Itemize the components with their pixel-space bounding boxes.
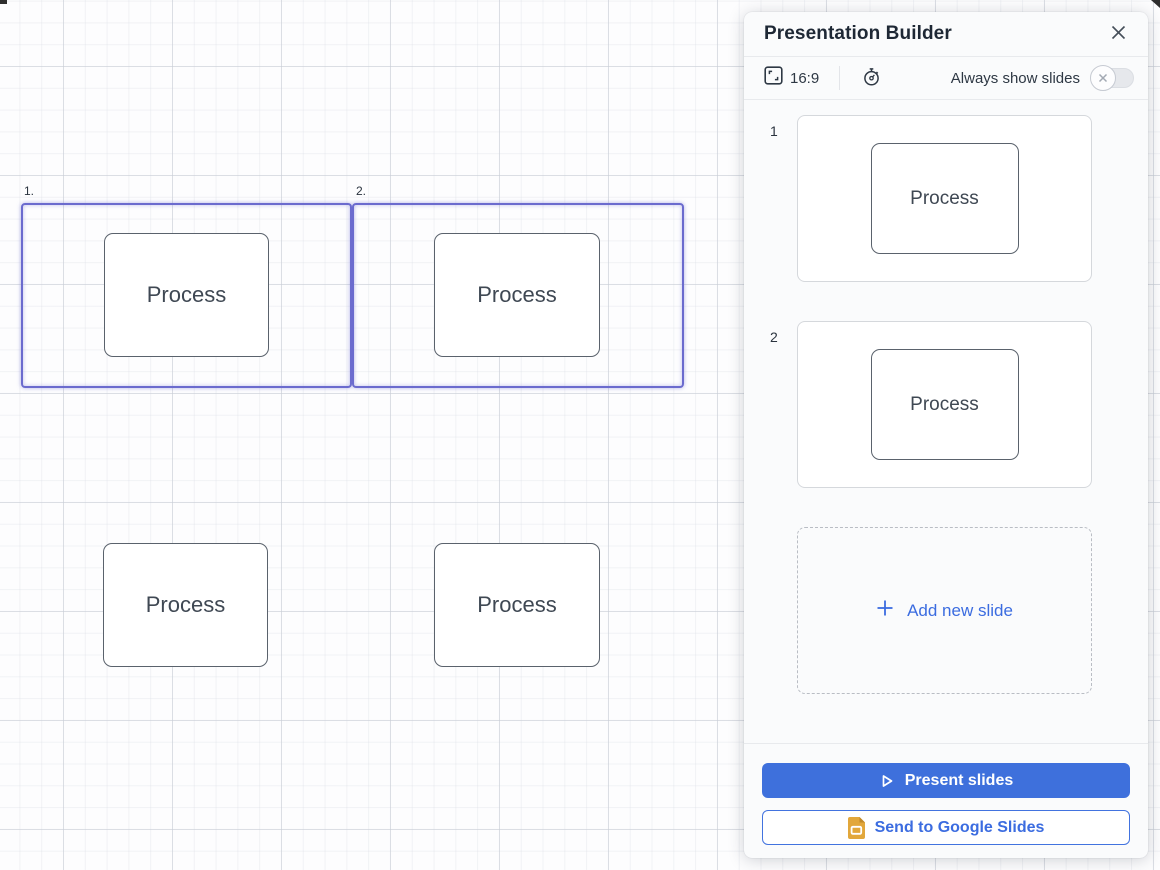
panel-header: Presentation Builder (744, 12, 1148, 57)
shape-label: Process (145, 592, 226, 617)
shape-label: Process (910, 393, 979, 415)
toggle-knob-off (1090, 65, 1116, 91)
slide-number: 1 (770, 123, 778, 139)
send-to-google-slides-label: Send to Google Slides (874, 818, 1045, 836)
shape-label: Process (477, 592, 557, 617)
slide-thumbnail-2[interactable]: Process (797, 321, 1092, 488)
process-shape[interactable]: Process (104, 233, 269, 357)
slide-frame-2[interactable] (352, 203, 684, 388)
cursor-artifact (1151, 0, 1160, 8)
slide-row: 2 Process (764, 321, 1128, 488)
close-icon (1110, 24, 1127, 44)
add-new-slide-button[interactable]: Add new slide (797, 527, 1092, 694)
shape-label: Process (146, 282, 227, 307)
panel-toolbar: 16:9 Always show slides (744, 57, 1148, 100)
slide-frame-label: 1. (24, 184, 35, 198)
present-slides-label: Present slides (904, 771, 1014, 789)
play-icon (879, 773, 895, 789)
panel-title: Presentation Builder (764, 23, 952, 44)
aspect-ratio-value: 16:9 (790, 69, 820, 87)
presentation-builder-panel: Presentation Builder 16:9 (744, 12, 1148, 858)
toolbar-divider (839, 66, 841, 90)
aspect-ratio-icon (764, 66, 783, 90)
process-shape[interactable]: Process (434, 543, 600, 667)
always-show-slides-label: Always show slides (950, 69, 1080, 87)
timer-button[interactable] (858, 66, 884, 90)
aspect-ratio-selector[interactable]: 16:9 (764, 66, 819, 90)
thumbnail-process-shape: Process (870, 143, 1019, 254)
send-to-google-slides-button[interactable]: Send to Google Slides (762, 810, 1130, 845)
process-shape[interactable]: Process (103, 543, 268, 667)
shape-label: Process (477, 282, 557, 307)
plus-icon (876, 599, 894, 622)
thumbnail-process-shape: Process (870, 349, 1019, 460)
present-slides-button[interactable]: Present slides (762, 763, 1130, 798)
slide-frame-1[interactable] (21, 203, 352, 388)
panel-footer: Present slides Send to Google Slides (744, 743, 1148, 858)
slide-thumbnail-1[interactable]: Process (797, 115, 1092, 282)
add-new-slide-label: Add new slide (907, 600, 1013, 620)
google-slides-icon (847, 816, 865, 839)
screen-artifact (0, 0, 7, 4)
process-shape[interactable]: Process (434, 233, 600, 357)
slide-frame-label: 2. (356, 184, 367, 198)
close-button[interactable] (1106, 22, 1130, 46)
slides-list: 1 Process 2 Process Add new (744, 100, 1148, 743)
slide-row: 1 Process (764, 115, 1128, 282)
stopwatch-icon (861, 66, 882, 90)
shape-label: Process (910, 187, 979, 209)
always-show-slides-toggle[interactable] (1090, 65, 1134, 91)
slide-number: 2 (770, 329, 778, 345)
